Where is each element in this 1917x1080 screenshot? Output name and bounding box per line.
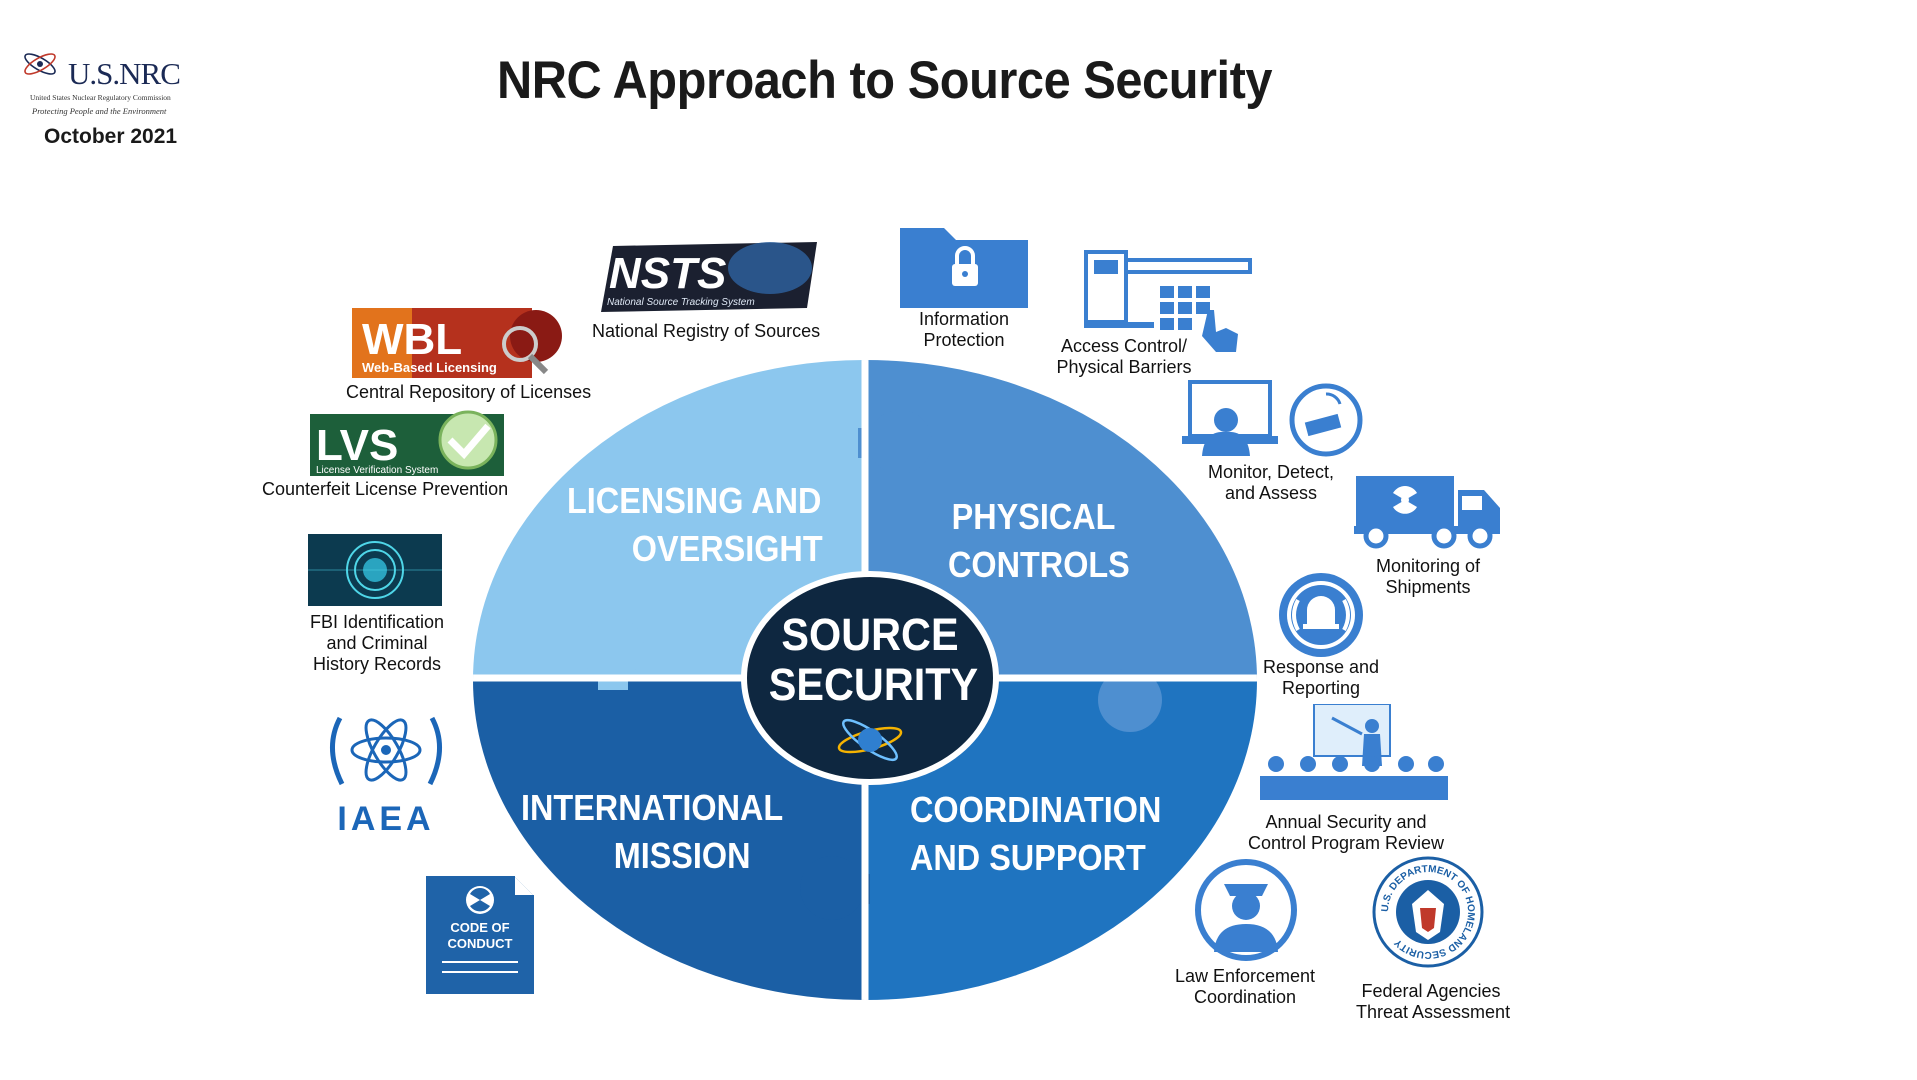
annual-review-label: Annual Security and Control Program Revi… bbox=[1247, 812, 1445, 853]
quadrant-international-label: INTERNATIONAL MISSION bbox=[521, 787, 784, 876]
monitor-label: Monitor, Detect, and Assess bbox=[1207, 462, 1335, 503]
page-title: NRC Approach to Source Security bbox=[497, 51, 1273, 110]
monitor-camera-icon bbox=[1182, 380, 1363, 457]
svg-text:WBL: WBL bbox=[362, 315, 462, 364]
info-protection-label: Information Protection bbox=[918, 309, 1010, 350]
svg-text:CONDUCT: CONDUCT bbox=[448, 936, 513, 951]
lvs-label: Counterfeit License Prevention bbox=[262, 479, 509, 499]
folder-lock-icon bbox=[900, 228, 1028, 308]
svg-text:NSTS: NSTS bbox=[609, 249, 726, 298]
date-label: October 2021 bbox=[44, 125, 178, 148]
quadrant-physical-label: PHYSICAL CONTROLS bbox=[948, 496, 1130, 585]
svg-text:IAEA: IAEA bbox=[337, 800, 434, 838]
lvs-logo: LVS License Verification System bbox=[310, 410, 504, 476]
access-gate-keypad-icon bbox=[1084, 250, 1252, 352]
logo-subtitle: United States Nuclear Regulatory Commiss… bbox=[30, 93, 171, 102]
law-enforcement-label: Law Enforcement Coordination bbox=[1174, 966, 1316, 1007]
wbl-label: Central Repository of Licenses bbox=[346, 382, 592, 402]
nsts-label: National Registry of Sources bbox=[592, 321, 821, 341]
code-of-conduct-document-icon: CODE OF CONDUCT bbox=[426, 876, 534, 994]
fbi-label: FBI Identification and Criminal History … bbox=[309, 612, 445, 674]
laurel-icon bbox=[329, 716, 443, 786]
quadrant-licensing-label: LICENSING AND OVERSIGHT bbox=[567, 480, 823, 569]
wbl-logo: WBL Web-Based Licensing bbox=[352, 308, 562, 378]
puzzle-tab-left bbox=[580, 616, 644, 680]
center-atom-icon bbox=[837, 718, 903, 762]
fbi-fingerprint-icon bbox=[308, 534, 442, 606]
logo-wordmark: U.S.NRC bbox=[68, 56, 181, 91]
hand-pointer-icon bbox=[1202, 310, 1238, 352]
alarm-bell-icon bbox=[1279, 573, 1363, 657]
dhs-seal-icon: U.S. DEPARTMENT OF HOMELAND SECURITY bbox=[1372, 856, 1484, 968]
radiation-icon bbox=[1393, 486, 1417, 514]
svg-text:License Verification System: License Verification System bbox=[316, 465, 438, 476]
police-officer-icon bbox=[1195, 859, 1297, 961]
center-label: SOURCE SECURITY bbox=[768, 609, 979, 710]
response-label: Response and Reporting bbox=[1262, 657, 1380, 698]
puzzle-tab-top bbox=[868, 410, 932, 474]
svg-text:CODE OF: CODE OF bbox=[450, 920, 509, 935]
shipments-label: Monitoring of Shipments bbox=[1375, 556, 1481, 597]
atom-icon bbox=[24, 53, 56, 75]
logo-tagline: Protecting People and the Environment bbox=[32, 106, 167, 116]
nsts-logo: NSTS National Source Tracking System bbox=[601, 242, 817, 312]
puzzle-tab-bottom bbox=[800, 856, 864, 920]
iaea-logo: IAEA bbox=[329, 716, 443, 838]
svg-text:LVS: LVS bbox=[316, 421, 398, 470]
nrc-logo bbox=[24, 53, 56, 75]
security-camera-icon bbox=[1289, 383, 1363, 457]
audience-icon bbox=[1260, 756, 1448, 800]
federal-agencies-label: Federal Agencies Threat Assessment bbox=[1356, 981, 1511, 1022]
truck-radiation-icon bbox=[1354, 476, 1500, 549]
access-control-label: Access Control/ Physical Barriers bbox=[1056, 336, 1192, 377]
quadrant-coordination-label: COORDINATION AND SUPPORT bbox=[910, 789, 1162, 878]
svg-text:National Source Tracking Syste: National Source Tracking System bbox=[607, 297, 755, 308]
meeting-presentation-icon bbox=[1260, 704, 1448, 800]
svg-text:Web-Based Licensing: Web-Based Licensing bbox=[362, 360, 497, 375]
keypad-icon bbox=[1160, 286, 1210, 330]
center-hub bbox=[741, 571, 999, 785]
